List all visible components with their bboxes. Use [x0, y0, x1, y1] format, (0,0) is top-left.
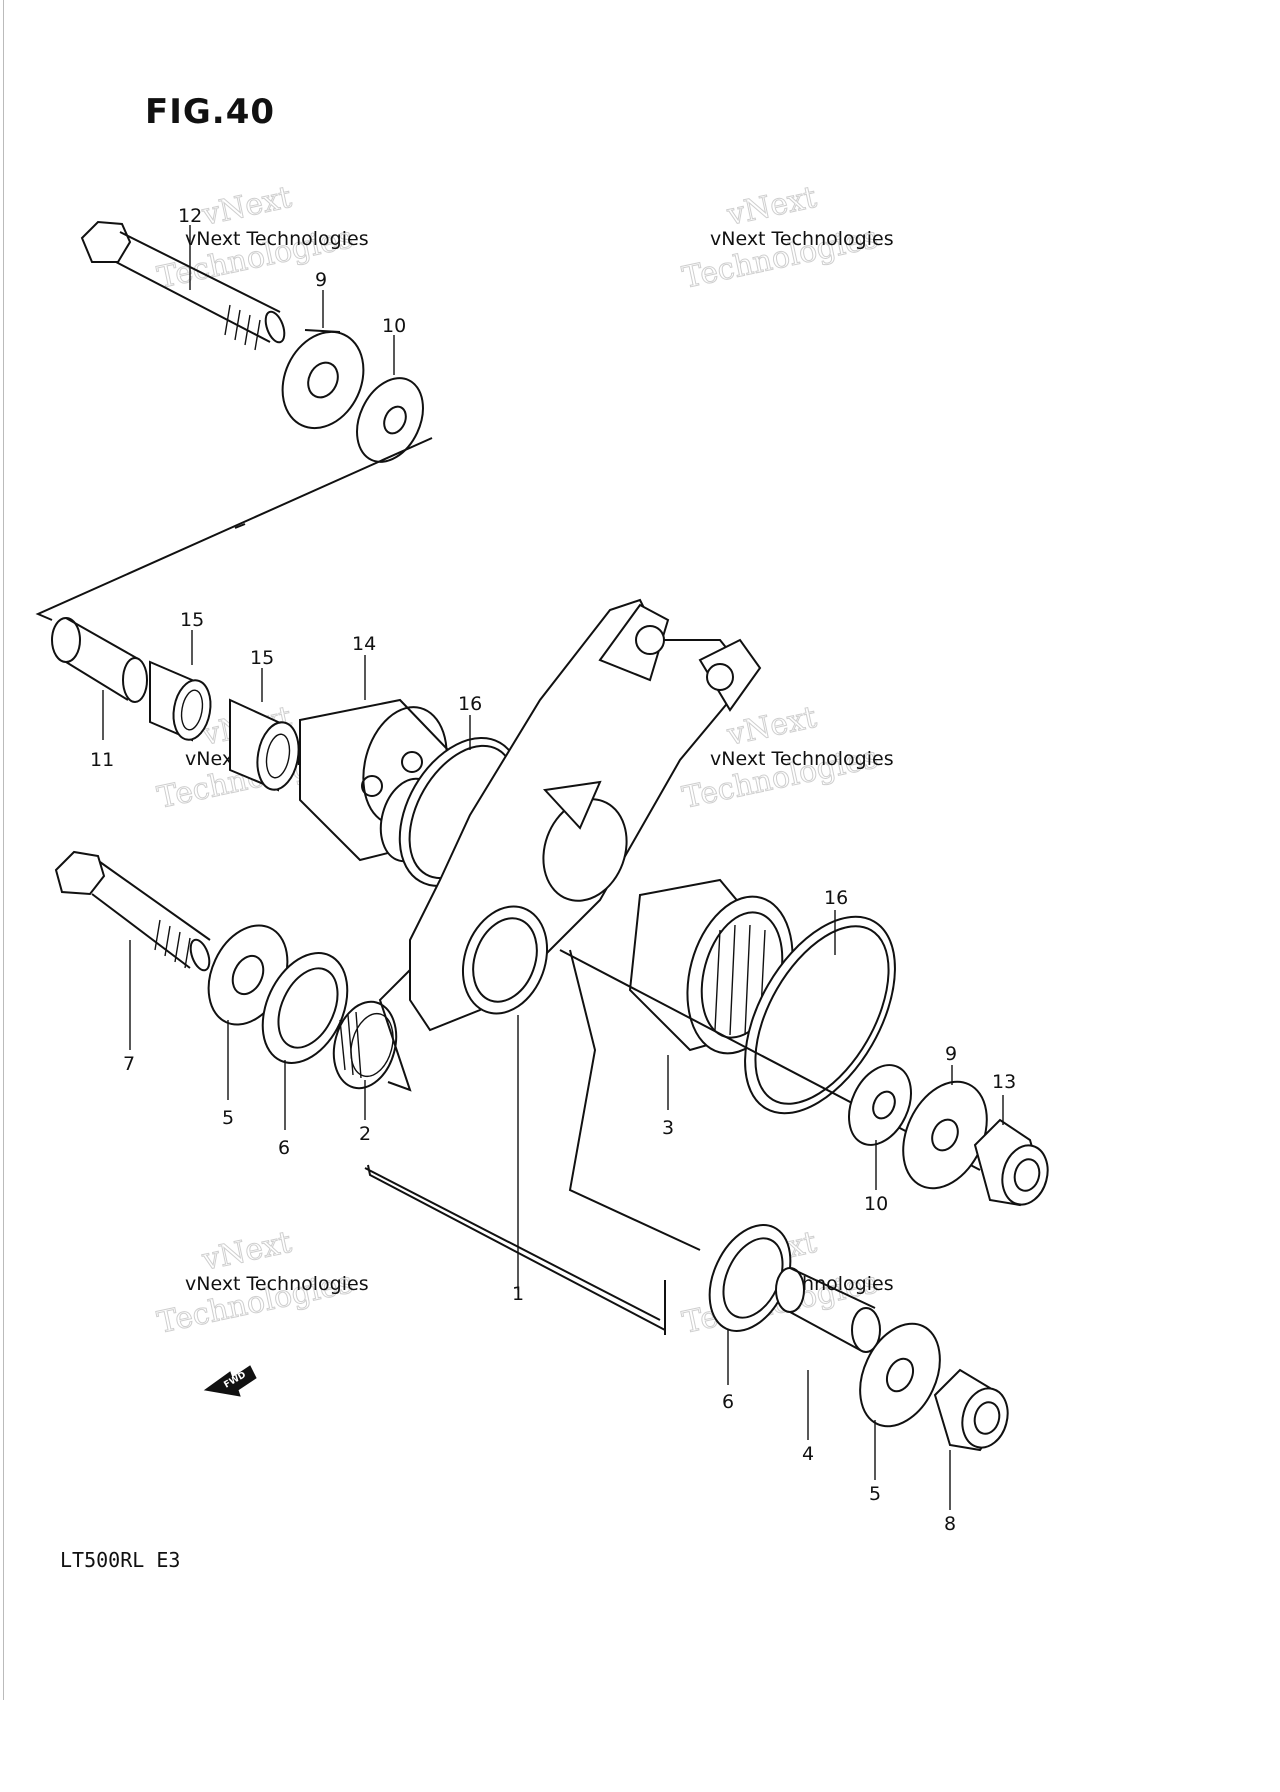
fwd-arrow-icon: FWD: [203, 1365, 257, 1397]
watermark-brand: vNext Technologies: [710, 748, 894, 770]
callout-14: 14: [352, 633, 376, 655]
part-collar-4: [775, 1267, 881, 1353]
callout-16-left: 16: [458, 693, 482, 715]
callout-1: 1: [512, 1283, 524, 1305]
watermark-brand: vNext Technologies: [710, 228, 894, 250]
part-bolt-7: [54, 850, 211, 972]
watermark-big-top: vNext: [198, 180, 294, 233]
part-bearing-2: [332, 1000, 398, 1090]
part-nut-13: [973, 1118, 1049, 1207]
part-bearing-15b: [229, 698, 300, 792]
callout-15b: 15: [250, 647, 274, 669]
part-bolt-12: [80, 220, 286, 351]
part-washer-10-right: [848, 1064, 912, 1146]
centerline-top: [35, 437, 433, 621]
part-sleeve-11: [51, 617, 148, 703]
callout-3: 3: [662, 1117, 674, 1139]
centerline-tick: [234, 523, 246, 529]
callout-labels: 12 9 10 15 15 14 16 11 7 5 6 2 1 3 16 9 …: [90, 205, 1016, 1535]
watermark-big-top: vNext: [198, 1225, 294, 1278]
scan-edge: [3, 0, 4, 1700]
callout-5-right: 5: [869, 1483, 881, 1505]
part-bearing-15a: [149, 660, 212, 742]
callout-11: 11: [90, 749, 114, 771]
figure-title: FIG.40: [145, 92, 276, 132]
watermark-1: vNext Technologies vNext Technologies: [154, 179, 369, 296]
model-code: LT500RL E3: [60, 1548, 181, 1572]
callout-9-right: 9: [945, 1043, 957, 1065]
callout-5-left: 5: [222, 1107, 234, 1129]
part-cushion-lever-1: [409, 598, 762, 1032]
part-washer-5-right: [859, 1322, 941, 1428]
part-seal-6-right: [708, 1224, 792, 1332]
part-washer-9-top: [281, 329, 365, 430]
callout-10-top: 10: [382, 315, 406, 337]
watermark-brand: vNext Technologies: [185, 1273, 369, 1295]
watermark-2: vNext Technologies vNext Technologies: [679, 179, 894, 296]
centerline-lower: [364, 949, 701, 1331]
callout-15a: 15: [180, 609, 204, 631]
part-washer-10-top: [356, 377, 424, 463]
watermark-5: vNext Technologies vNext Technologies: [154, 1224, 369, 1341]
callout-6-right: 6: [722, 1391, 734, 1413]
leader-lines: [102, 225, 1004, 1510]
callout-9-top: 9: [315, 269, 327, 291]
callout-12: 12: [178, 205, 202, 227]
callout-6-left: 6: [278, 1137, 290, 1159]
callout-7: 7: [123, 1053, 135, 1075]
centerline-lower-left: [378, 969, 412, 1092]
callout-16-right: 16: [824, 887, 848, 909]
watermark-brand: vNext Technologies: [185, 228, 369, 250]
callout-10-right: 10: [864, 1193, 888, 1215]
watermark-big-top: vNext: [723, 180, 819, 233]
watermark-big-top: vNext: [723, 700, 819, 753]
callout-8: 8: [944, 1513, 956, 1535]
part-seal-6-left: [261, 952, 349, 1064]
part-nut-8: [933, 1368, 1009, 1452]
callout-4: 4: [802, 1443, 814, 1465]
callout-2: 2: [359, 1123, 371, 1145]
callout-13: 13: [992, 1071, 1016, 1093]
part-seal-16-right: [744, 915, 896, 1115]
